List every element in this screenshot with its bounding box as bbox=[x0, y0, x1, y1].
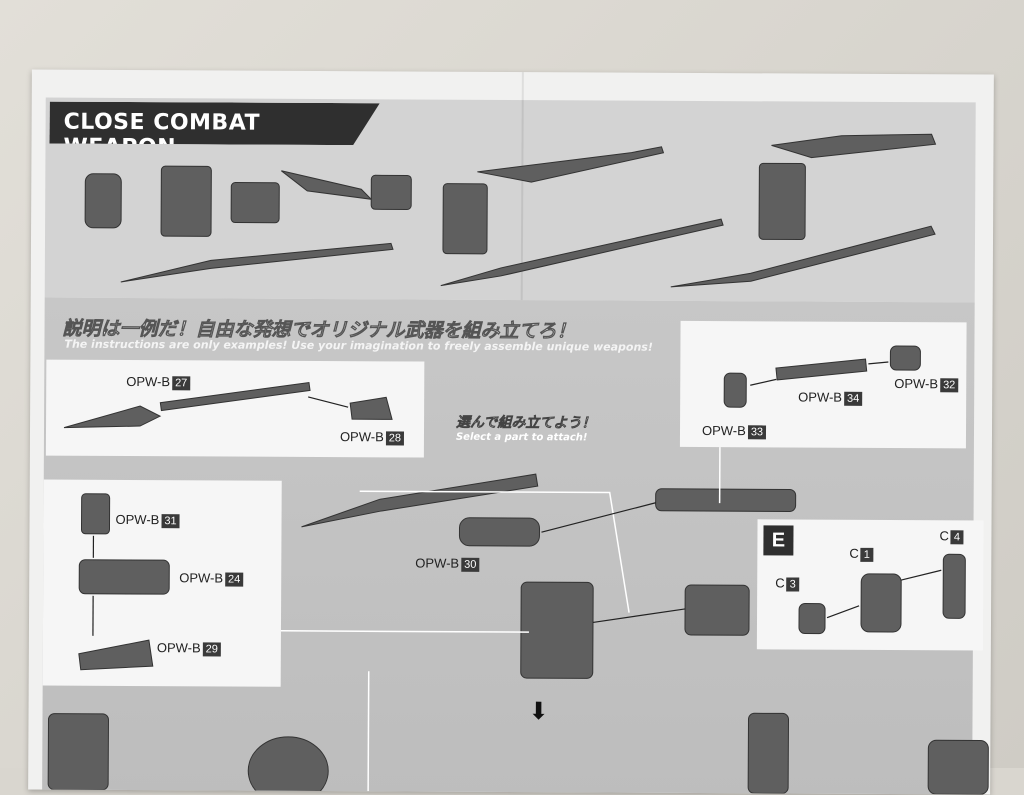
center-axe bbox=[521, 582, 594, 678]
part-illustrations bbox=[28, 69, 994, 794]
shaft-b34 bbox=[776, 359, 867, 380]
arrow-b30-to-shaft bbox=[541, 502, 655, 533]
spear-tip-b27 bbox=[64, 406, 160, 429]
down-arrow-icon: ⬇ bbox=[528, 697, 548, 726]
gallery-socket-part bbox=[371, 175, 411, 209]
gallery-blade-right bbox=[477, 146, 663, 183]
shaft-assembly bbox=[656, 489, 796, 512]
part-c3 bbox=[799, 604, 825, 634]
cap-b33 bbox=[724, 373, 746, 407]
part-c1 bbox=[861, 574, 901, 632]
connector-line-vertical bbox=[368, 671, 369, 791]
gallery-axe-part bbox=[161, 166, 211, 236]
gallery-axe-right bbox=[759, 163, 805, 239]
part-b24 bbox=[79, 560, 169, 594]
bottom-part-far-right bbox=[928, 740, 988, 794]
bottom-part-right bbox=[748, 713, 788, 793]
cap-b32 bbox=[890, 346, 920, 370]
gallery-sickle-right bbox=[771, 133, 935, 158]
gallery-grip-part bbox=[231, 183, 279, 223]
center-head-b30 bbox=[459, 518, 539, 546]
bottom-part-left bbox=[48, 714, 108, 790]
axe-grip-assembly bbox=[685, 585, 749, 635]
arrow-axe-to-grip bbox=[593, 608, 685, 622]
arrow-b28-to-b27 bbox=[308, 397, 348, 407]
arrow-c3-to-c1 bbox=[827, 606, 859, 618]
gallery-axe-center bbox=[443, 184, 487, 254]
part-b29 bbox=[79, 640, 153, 670]
part-b31 bbox=[81, 494, 109, 534]
arrow-b32-to-b34 bbox=[868, 362, 888, 364]
gallery-shield-part bbox=[85, 174, 121, 228]
arrow-c1-to-c4 bbox=[901, 570, 941, 580]
connector-line-lower bbox=[281, 631, 529, 632]
part-c4 bbox=[943, 554, 965, 618]
instruction-sheet: CLOSE COMBAT WEAPON 説明は一例だ！自由な発想でオリジナル武器… bbox=[28, 69, 994, 794]
spear-shaft-b27 bbox=[160, 383, 310, 411]
arrow-b34-to-b33 bbox=[750, 379, 776, 385]
gallery-spear-left bbox=[121, 242, 393, 283]
gallery-blade-part bbox=[281, 171, 371, 199]
spear-cap-b28 bbox=[350, 397, 392, 419]
bottom-part-dome bbox=[248, 737, 328, 795]
